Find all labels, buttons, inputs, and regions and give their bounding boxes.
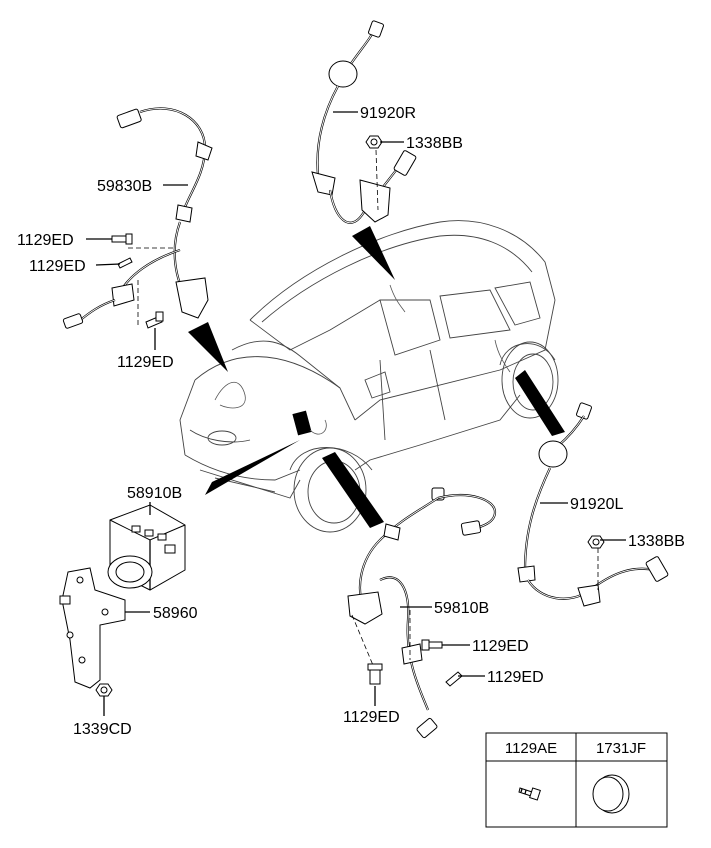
bolt-1129ae-icon <box>518 787 541 801</box>
label-1129ed-e: 1129ED <box>487 669 544 686</box>
label-1129ed-a: 1129ED <box>17 232 74 249</box>
bolt-1129ed-a <box>111 233 133 245</box>
abs-bracket <box>59 567 126 689</box>
legend-table: 1129AE 1731JF <box>485 732 668 828</box>
label-1338bb-top: 1338BB <box>406 135 463 152</box>
label-91920l: 91920L <box>570 496 623 513</box>
label-59830b: 59830B <box>97 178 152 195</box>
sensor-59830b <box>62 107 213 329</box>
bolt-1129ed-d <box>421 639 443 651</box>
label-1129ed-f: 1129ED <box>343 709 400 726</box>
nut-1339cd <box>95 683 113 697</box>
label-1339cd: 1339CD <box>73 721 132 738</box>
sensor-91920r <box>311 20 417 224</box>
legend-header-1731jf: 1731JF <box>596 740 646 757</box>
label-1129ed-d: 1129ED <box>472 638 529 655</box>
abs-hydraulic-unit <box>107 504 186 591</box>
vehicle-illustration <box>179 220 559 533</box>
label-59810b: 59810B <box>434 600 489 617</box>
bolt-1129ed-e <box>445 671 463 687</box>
label-58960: 58960 <box>153 605 198 622</box>
leader-lines <box>86 111 626 716</box>
bolt-1338bb-right <box>587 535 605 549</box>
label-1129ed-c: 1129ED <box>117 354 174 371</box>
bolt-1129ed-f <box>367 663 383 685</box>
pointer-wedges <box>188 226 565 528</box>
label-91920r: 91920R <box>360 105 416 122</box>
label-1129ed-b: 1129ED <box>29 258 86 275</box>
bolt-1129ed-b <box>117 257 133 269</box>
sensor-59810b <box>347 487 497 739</box>
part-labels: 91920R 1338BB 59830B 1129ED 1129ED 1129E… <box>17 105 685 738</box>
sensor-91920l <box>517 402 669 607</box>
bolt-1338bb-top <box>365 135 383 149</box>
label-1338bb-right: 1338BB <box>628 533 685 550</box>
label-58910b: 58910B <box>127 485 182 502</box>
bolt-1129ed-c <box>145 311 164 329</box>
legend-header-1129ae: 1129AE <box>505 740 557 757</box>
plug-1731jf-icon <box>592 774 630 814</box>
